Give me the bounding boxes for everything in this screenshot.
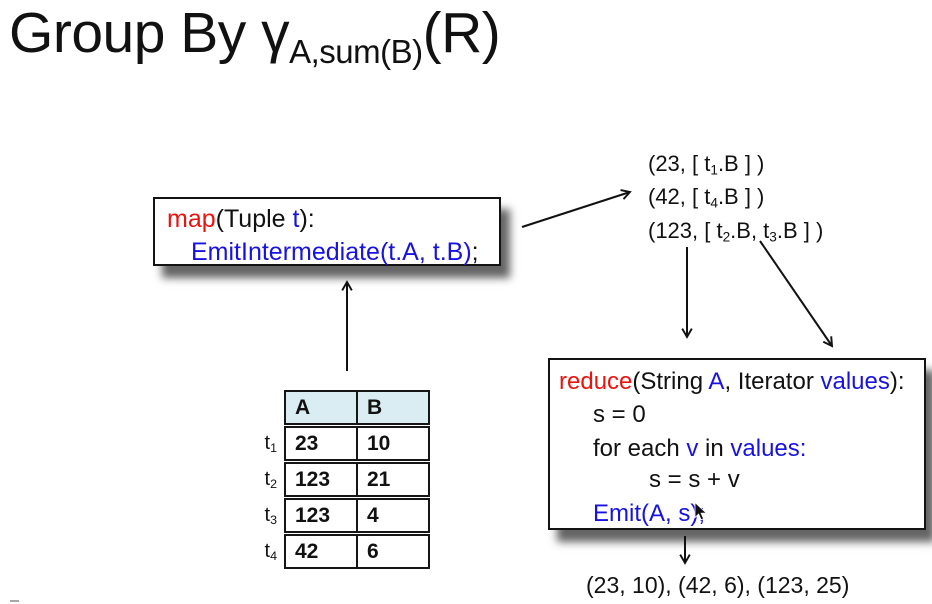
row-label: t1 [245,432,284,455]
map-body-line: EmitIntermediate(t.A, t.B); [191,238,499,267]
table-row: 23 10 [284,426,430,461]
arrow-map-to-pairs [521,189,632,228]
loop-var: v [686,435,699,462]
map-semicolon: ; [471,238,479,266]
title-suffix: (R) [422,1,501,65]
relation-table: A B t1 23 10 t2 123 21 t3 123 4 [245,390,430,570]
pair-text: .B ] ) [776,217,824,243]
reduce-keyword: reduce [559,368,633,395]
table-row-t1: t1 23 10 [245,426,430,461]
cell-b: 4 [356,500,428,531]
row-label-subscript: 1 [270,441,277,456]
cell-b: 21 [356,464,428,495]
pair-text: .B ] ) [717,151,765,176]
page-title: Group By γA,sum(B)(R) [9,0,501,71]
cell-a: 123 [295,467,331,491]
pair-line: (123, [ t2.B, t3.B ] ) [648,217,823,250]
cell-a: 42 [295,539,319,563]
column-header-b: B [356,392,428,423]
pair-text: .B ] ) [717,184,765,210]
loop-text: in [698,435,731,462]
tuple-subscript: 3 [769,229,777,245]
table-row-t2: t2 123 21 [245,462,430,497]
table-row: 42 6 [284,534,430,569]
table-row: 123 4 [284,498,430,533]
map-sig-text: (Tuple [215,205,293,233]
row-label: t4 [245,540,284,563]
pair-text: (42, [ t [648,184,711,210]
reduce-signature-line: reduce(String A, Iterator values): [559,368,924,396]
pair-text: .B, t [730,217,770,243]
column-header-a: A [286,392,356,423]
map-arg: t [292,205,300,233]
row-label-text: t [264,467,271,490]
reduce-sig-text: (String [632,368,709,395]
loop-text: for each [593,435,687,462]
reduce-init-line: s = 0 [593,401,646,428]
title-subscript: A,sum(B) [289,33,423,70]
map-function-box: map(Tuple t): EmitIntermediate(t.A, t.B)… [153,197,501,266]
row-label-subscript: 3 [270,513,277,528]
reduce-loop-line: for each v in values: [593,435,924,463]
pair-line: (23, [ t1.B ] ) [648,150,823,183]
table-header-row: A B [284,390,430,425]
table-row: 123 21 [284,462,430,497]
final-output-text: (23, 10), (42, 6), (123, 25) [586,572,850,598]
reduce-emit-line: Emit(A, s); [593,500,924,528]
reduce-arg-a: A [708,368,725,395]
reduce-sig-end: ): [889,368,905,395]
row-label-subscript: 2 [270,477,277,492]
map-sig-end: ): [299,205,315,233]
tuple-subscript: 4 [710,195,718,211]
title-prefix: Group By γ [9,1,290,65]
table-row-t3: t3 123 4 [245,498,430,533]
tuple-subscript: 2 [722,229,731,245]
map-signature-line: map(Tuple t): [167,205,499,234]
tuple-subscript: 1 [710,162,718,178]
emit-call: Emit(A, s); [593,500,705,527]
row-label: t2 [245,468,284,491]
row-label-text: t [264,431,271,454]
reduce-sig-text: , Iterator [724,368,821,395]
map-keyword: map [167,205,216,233]
reduce-function-box: reduce(String A, Iterator values): s = 0… [548,358,926,530]
cell-b: 6 [356,536,428,567]
pair-text: (123, [ t [648,217,723,243]
pair-text: (23, [ t [648,151,711,176]
table-header-line: A B [245,390,430,425]
arrow-pairs-to-reduce-right [759,240,834,348]
slide-artifact-mark [10,600,19,602]
emit-intermediate-call: EmitIntermediate(t.A, t.B) [191,238,472,266]
cell-a: 23 [295,431,319,455]
pair-line: (42, [ t4.B ] ) [648,183,823,216]
table-row-t4: t4 42 6 [245,534,430,569]
reduce-arg-values: values [820,368,890,395]
loop-values: values: [730,435,807,462]
cell-a: 123 [295,503,331,527]
row-label-text: t [264,503,271,526]
intermediate-pairs-list: (23, [ t1.B ] ) (42, [ t4.B ] ) (123, [ … [648,150,823,250]
reduce-sum-line: s = s + v [649,466,740,493]
row-label-text: t [264,539,271,562]
cell-b: 10 [356,428,428,459]
row-label: t3 [245,504,284,527]
row-label-subscript: 4 [270,549,277,564]
